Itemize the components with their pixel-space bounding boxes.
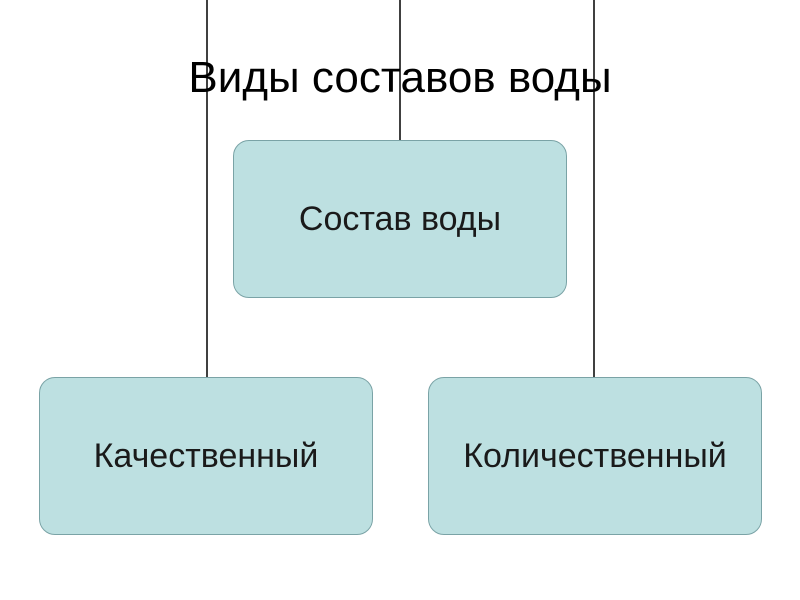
node-quantitative-label: Количественный [463,437,727,475]
node-qualitative-label: Качественный [93,437,319,475]
node-quantitative: Количественный [428,377,762,535]
node-water-composition-label: Состав воды [298,200,502,238]
node-qualitative: Качественный [39,377,373,535]
slide-title: Виды составов воды [188,53,612,102]
node-water-composition: Состав воды [233,140,567,298]
